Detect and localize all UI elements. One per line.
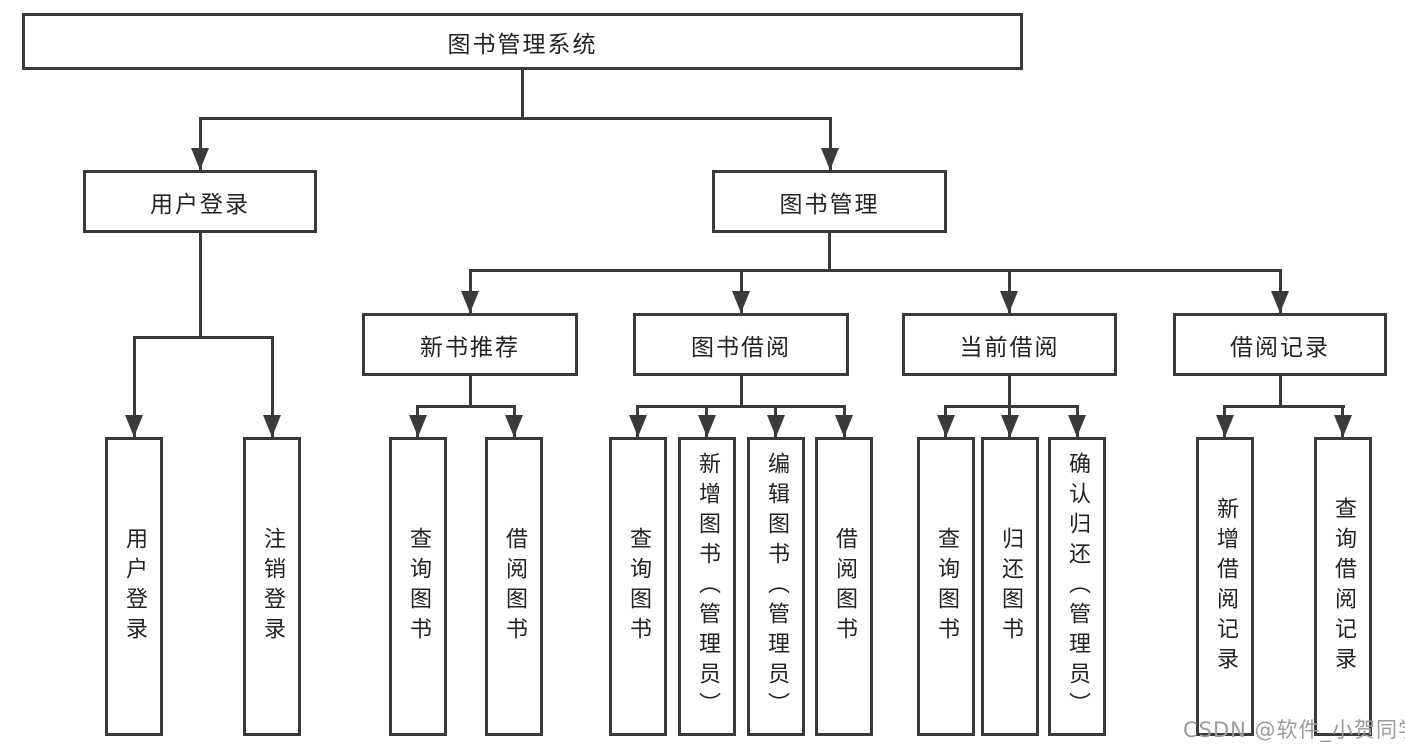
arrow-down-icon <box>767 415 785 437</box>
arrow-down-icon <box>732 291 750 313</box>
arrow-down-icon <box>821 148 839 170</box>
arrow-down-icon <box>1001 415 1019 437</box>
node-borrow-records: 借阅记录 <box>1173 313 1387 376</box>
connector-line <box>271 336 274 437</box>
connector-line <box>133 336 136 437</box>
node-book-borrow: 图书借阅 <box>633 313 849 376</box>
node-leaf-add-book-admin: 新增图书（管理员） <box>678 437 736 736</box>
arrow-down-icon <box>461 291 479 313</box>
connector-line <box>740 376 743 408</box>
node-leaf-borrow-book: 借阅图书 <box>815 437 873 736</box>
arrow-down-icon <box>1068 415 1086 437</box>
connector-line <box>469 376 472 408</box>
node-book-management: 图书管理 <box>712 170 947 233</box>
connector-line <box>521 70 524 118</box>
arrow-down-icon <box>698 415 716 437</box>
connector-line <box>828 233 831 272</box>
node-leaf-borrow-query-book: 查询图书 <box>609 437 667 736</box>
node-leaf-logout: 注销登录 <box>243 437 301 736</box>
node-current-borrow: 当前借阅 <box>902 313 1117 376</box>
connector-line <box>1279 376 1282 408</box>
connector-line <box>1223 405 1345 408</box>
connector-line <box>133 336 274 339</box>
arrow-down-icon <box>1000 291 1018 313</box>
connector-line <box>1008 376 1011 408</box>
arrow-down-icon <box>937 415 955 437</box>
node-leaf-recommend-borrow-book: 借阅图书 <box>485 437 543 736</box>
arrow-down-icon <box>505 415 523 437</box>
node-user-login: 用户登录 <box>83 170 317 233</box>
arrow-down-icon <box>629 415 647 437</box>
node-leaf-current-query-book: 查询图书 <box>917 437 975 736</box>
connector-line <box>199 233 202 337</box>
connector-line <box>199 117 202 170</box>
connector-line <box>199 117 832 120</box>
arrow-down-icon <box>835 415 853 437</box>
connector-line <box>829 117 832 170</box>
node-leaf-query-borrow-record: 查询借阅记录 <box>1314 437 1372 736</box>
node-leaf-edit-book-admin: 编辑图书（管理员） <box>747 437 805 736</box>
arrow-down-icon <box>1216 415 1234 437</box>
node-leaf-user-login: 用户登录 <box>105 437 163 736</box>
node-leaf-confirm-return-admin: 确认归还（管理员） <box>1048 437 1106 736</box>
node-leaf-add-borrow-record: 新增借阅记录 <box>1196 437 1254 736</box>
connector-line <box>636 405 846 408</box>
arrow-down-icon <box>1334 415 1352 437</box>
node-leaf-recommend-query-book: 查询图书 <box>389 437 447 736</box>
node-root-system: 图书管理系统 <box>22 13 1023 70</box>
connector-line <box>944 405 1079 408</box>
node-new-book-recommend: 新书推荐 <box>362 313 578 376</box>
arrow-down-icon <box>409 415 427 437</box>
connector-line <box>416 405 516 408</box>
arrow-down-icon <box>263 415 281 437</box>
connector-line <box>469 269 1282 272</box>
arrow-down-icon <box>1271 291 1289 313</box>
arrow-down-icon <box>125 415 143 437</box>
arrow-down-icon <box>191 148 209 170</box>
watermark: CSDN @软件_小贺同学 <box>1183 718 1405 742</box>
node-leaf-return-book: 归还图书 <box>981 437 1039 736</box>
